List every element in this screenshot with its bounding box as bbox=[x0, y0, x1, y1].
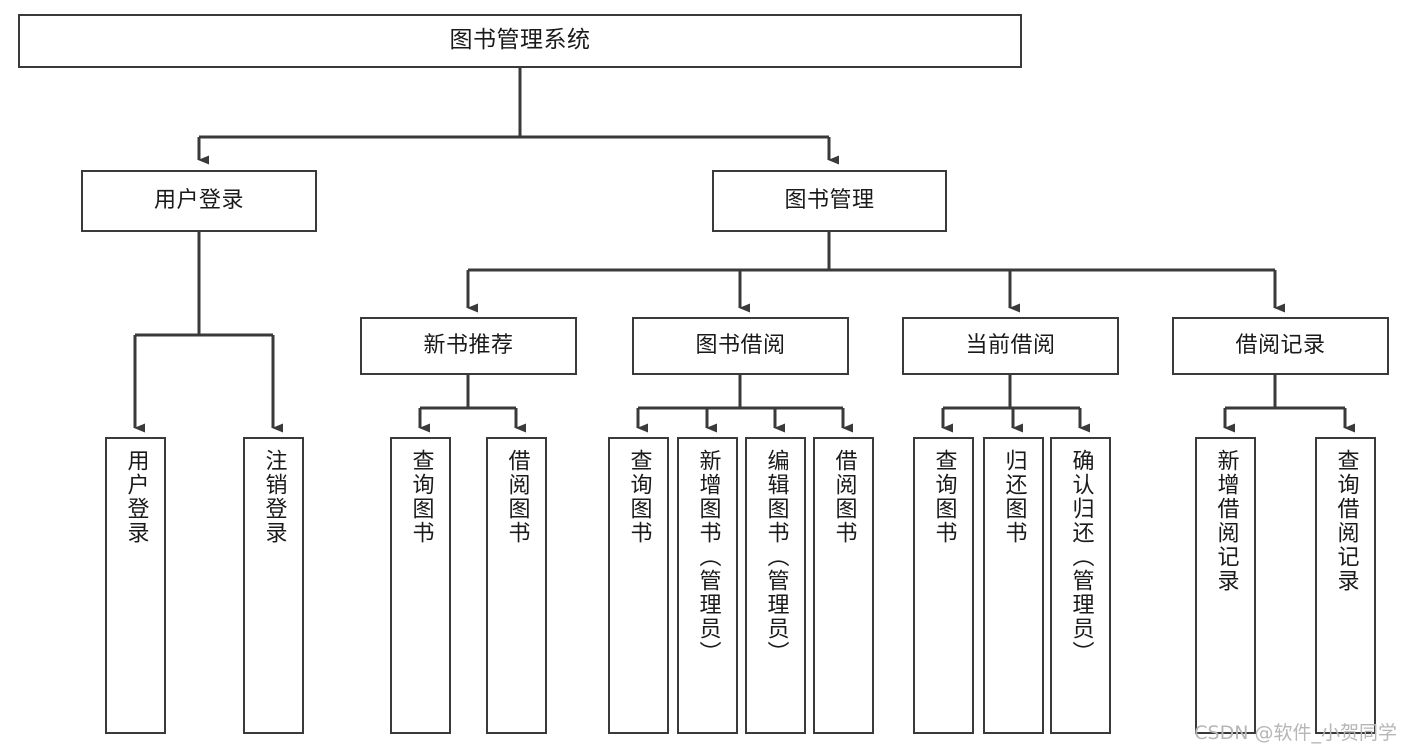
node-leaf-confirm-return-admin[interactable]: 确认归还（管理员） bbox=[1050, 437, 1111, 734]
node-label: 新增图书（管理员） bbox=[695, 449, 721, 665]
node-label: 图书管理系统 bbox=[449, 27, 591, 54]
node-label: 编辑图书（管理员） bbox=[763, 449, 789, 665]
node-label: 归还图书 bbox=[1001, 449, 1027, 545]
node-leaf-add-book-admin[interactable]: 新增图书（管理员） bbox=[677, 437, 738, 734]
node-book-management[interactable]: 图书管理 bbox=[712, 170, 947, 232]
node-leaf-query-book-current[interactable]: 查询图书 bbox=[913, 437, 974, 734]
node-leaf-borrow-book-recommend[interactable]: 借阅图书 bbox=[486, 437, 547, 734]
node-label: 注销登录 bbox=[261, 449, 287, 545]
node-book-borrow[interactable]: 图书借阅 bbox=[632, 317, 849, 375]
node-current-borrow[interactable]: 当前借阅 bbox=[902, 317, 1119, 375]
node-leaf-query-book-recommend[interactable]: 查询图书 bbox=[390, 437, 451, 734]
node-leaf-borrow-book[interactable]: 借阅图书 bbox=[813, 437, 874, 734]
node-label: 确认归还（管理员） bbox=[1068, 449, 1094, 665]
node-label: 借阅记录 bbox=[1235, 333, 1326, 359]
node-leaf-query-book-borrow[interactable]: 查询图书 bbox=[608, 437, 669, 734]
node-new-book-recommend[interactable]: 新书推荐 bbox=[360, 317, 577, 375]
node-borrow-record[interactable]: 借阅记录 bbox=[1172, 317, 1389, 375]
node-label: 查询图书 bbox=[931, 449, 957, 545]
node-leaf-return-book[interactable]: 归还图书 bbox=[983, 437, 1044, 734]
node-label: 图书管理 bbox=[784, 188, 875, 214]
node-leaf-add-borrow-record[interactable]: 新增借阅记录 bbox=[1195, 437, 1256, 734]
node-leaf-query-borrow-record[interactable]: 查询借阅记录 bbox=[1315, 437, 1376, 734]
node-label: 查询借阅记录 bbox=[1333, 449, 1359, 593]
node-label: 借阅图书 bbox=[504, 449, 530, 545]
node-label: 当前借阅 bbox=[965, 333, 1056, 359]
node-leaf-edit-book-admin[interactable]: 编辑图书（管理员） bbox=[745, 437, 806, 734]
csdn-watermark: CSDN @软件_小贺同学 bbox=[1194, 722, 1397, 744]
node-label: 用户登录 bbox=[123, 449, 149, 545]
node-label: 用户登录 bbox=[153, 188, 244, 214]
node-label: 新增借阅记录 bbox=[1213, 449, 1239, 593]
node-label: 图书借阅 bbox=[695, 333, 786, 359]
node-leaf-user-login[interactable]: 用户登录 bbox=[105, 437, 166, 734]
node-label: 查询图书 bbox=[626, 449, 652, 545]
node-label: 查询图书 bbox=[408, 449, 434, 545]
node-label: 新书推荐 bbox=[423, 333, 514, 359]
node-user-login[interactable]: 用户登录 bbox=[81, 170, 317, 232]
node-root-book-management-system[interactable]: 图书管理系统 bbox=[18, 14, 1022, 68]
node-leaf-user-logout[interactable]: 注销登录 bbox=[243, 437, 304, 734]
node-label: 借阅图书 bbox=[831, 449, 857, 545]
